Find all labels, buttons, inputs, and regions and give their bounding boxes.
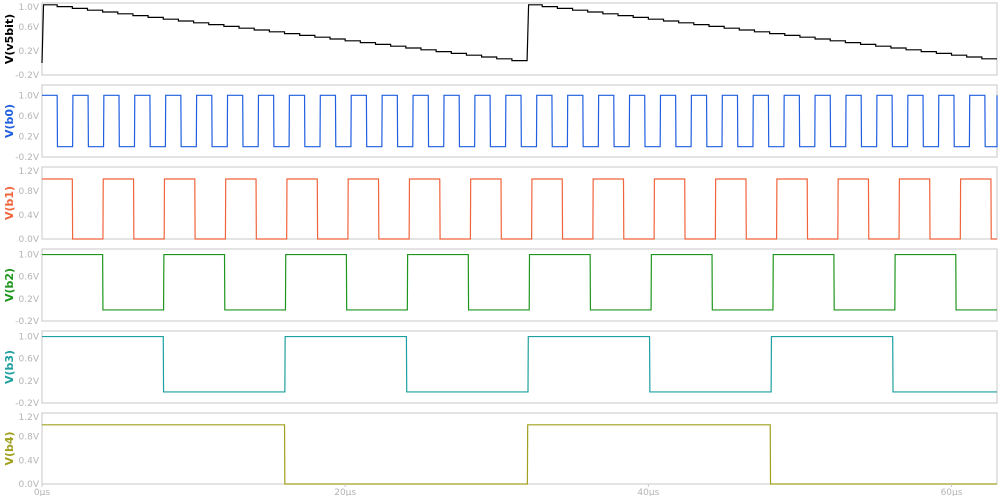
series-line	[42, 253, 997, 311]
y-tick-label: 0.6V	[19, 23, 40, 33]
panel-6: 1.2V 0.8V 0.4V 0.0V V(b4)	[3, 412, 998, 490]
plot-frame	[41, 166, 998, 240]
y-tick-label: 0.0V	[19, 235, 40, 245]
y-tick-label: 1.0V	[19, 333, 40, 343]
series-line	[42, 335, 997, 393]
y-tick-label: 0.6V	[19, 355, 40, 365]
panel-2: 1.0V 0.6V 0.2V -0.2V V(b0)	[3, 84, 998, 163]
y-axis-label: V(v5bit)	[3, 14, 16, 64]
y-tick-label: 1.2V	[19, 167, 40, 177]
plot-frame	[41, 2, 998, 76]
y-tick-label: 1.2V	[19, 413, 40, 423]
y-tick-label: 0.8V	[19, 187, 40, 197]
y-axis-label: V(b1)	[3, 186, 16, 220]
x-tick-label: 40µs	[637, 488, 659, 496]
x-tick-label: 20µs	[334, 488, 356, 496]
y-tick-label: 0.0V	[19, 480, 40, 490]
plot-frame	[41, 248, 998, 322]
x-tick-label: 0µs	[34, 488, 50, 496]
y-axis-label: V(b0)	[3, 104, 16, 138]
series-line	[41, 4, 997, 64]
y-tick-label: 0.2V	[19, 132, 40, 142]
y-tick-label: 1.0V	[19, 3, 40, 13]
y-axis-label: V(b4)	[3, 431, 16, 465]
y-tick-label: 0.2V	[19, 47, 40, 57]
y-tick-label: 0.4V	[19, 456, 40, 466]
y-tick-label: 0.6V	[19, 273, 40, 283]
panel-1: 1.0V 0.6V 0.2V -0.2V V(v5bit)	[3, 2, 998, 81]
plot-frame	[41, 330, 998, 404]
y-tick-label: -0.2V	[15, 153, 40, 163]
y-axis-label: V(b3)	[3, 350, 16, 384]
panel-4: 1.0V 0.6V 0.2V -0.2V V(b2)	[3, 248, 998, 327]
x-tick-label: 60µs	[941, 488, 963, 496]
panel-3: 1.2V 0.8V 0.4V 0.0V V(b1)	[3, 166, 998, 245]
series-line	[42, 178, 997, 240]
y-tick-label: 0.8V	[19, 433, 40, 443]
y-tick-label: -0.2V	[15, 317, 40, 327]
y-tick-label: -0.2V	[15, 71, 40, 81]
y-tick-label: 0.4V	[19, 211, 40, 221]
series-line	[42, 94, 998, 148]
plot-frame	[41, 412, 998, 485]
y-tick-label: 0.6V	[19, 112, 40, 122]
y-tick-label: -0.2V	[15, 399, 40, 409]
y-axis-label: V(b2)	[3, 268, 16, 302]
y-tick-label: 1.0V	[19, 91, 40, 101]
y-tick-label: 0.2V	[19, 377, 40, 387]
y-tick-label: 1.0V	[19, 251, 40, 261]
panel-5: 1.0V 0.6V 0.2V -0.2V V(b3)	[3, 330, 998, 409]
series-line	[42, 424, 997, 485]
y-tick-label: 0.2V	[19, 295, 40, 305]
